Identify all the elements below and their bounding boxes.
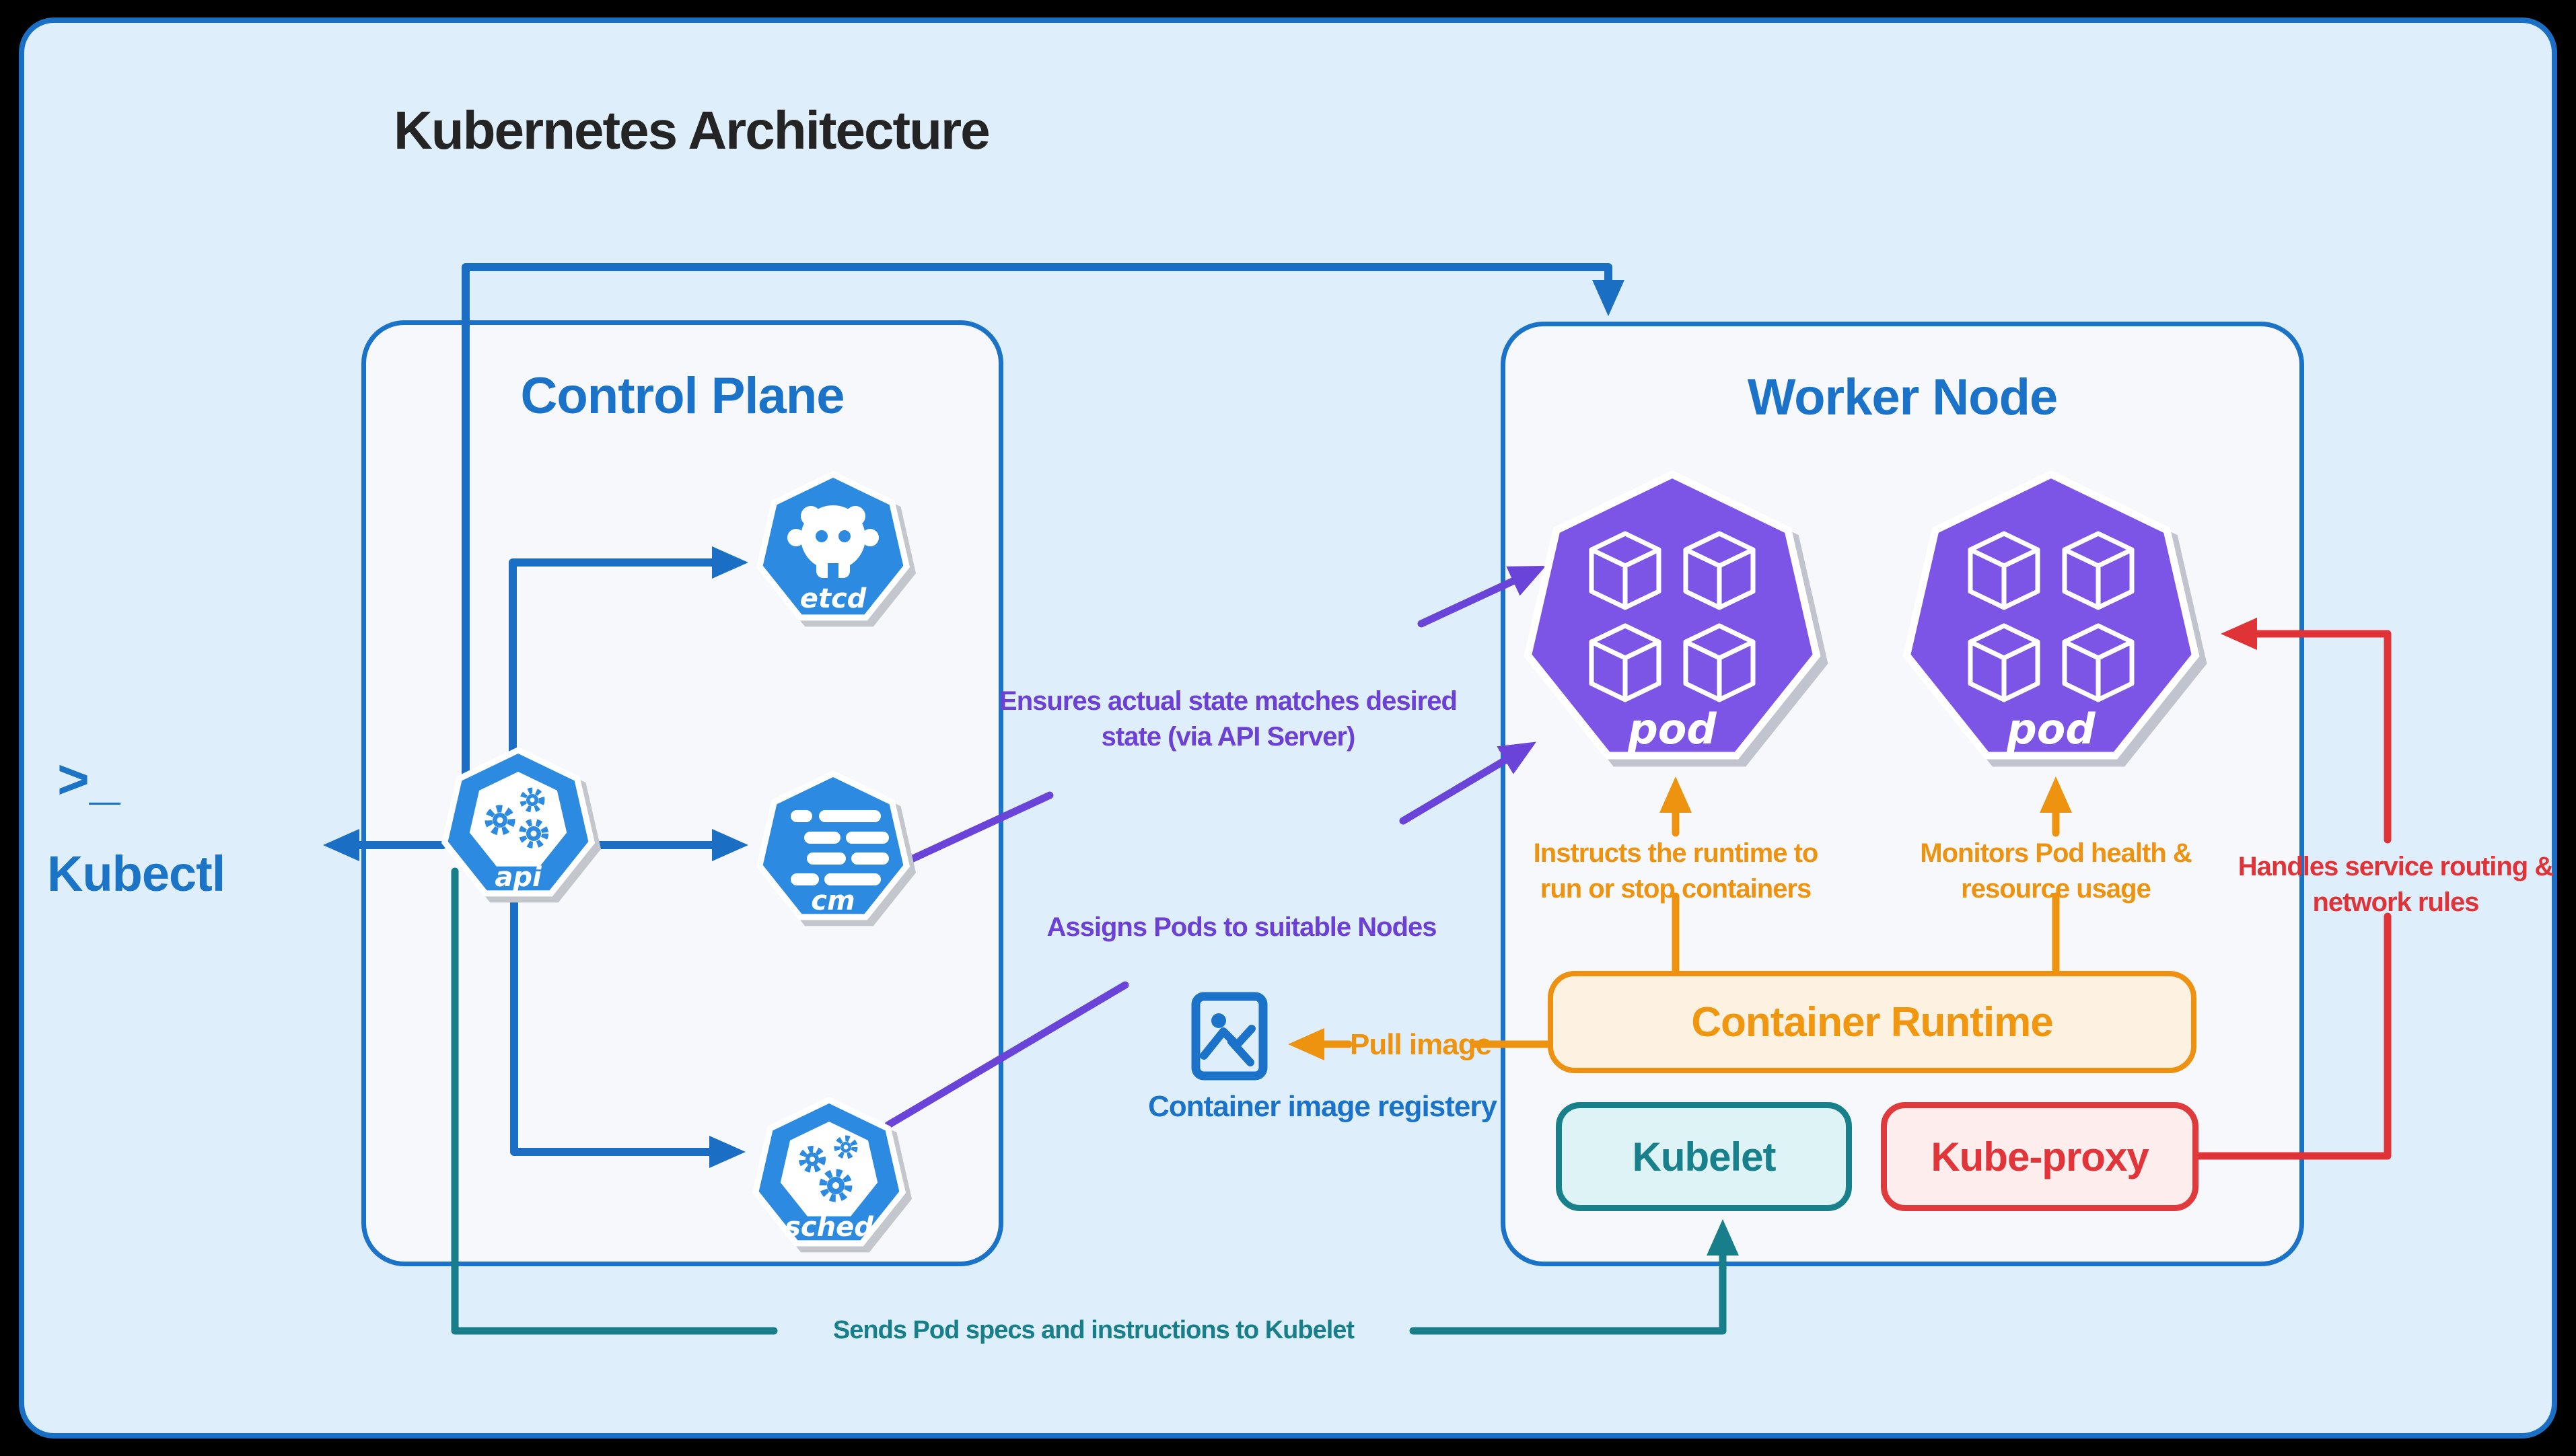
etcd-icon: etcd	[756, 471, 910, 621]
container-registry-icon	[1191, 992, 1268, 1081]
svg-text:pod: pod	[2006, 704, 2096, 754]
svg-text:api: api	[495, 862, 542, 893]
worker-node-title: Worker Node	[1747, 369, 2059, 426]
container-cubes	[1968, 531, 2135, 702]
kubelet-label: Kubelet	[1632, 1134, 1776, 1179]
gears-glyph	[485, 787, 548, 848]
container-cubes	[1589, 531, 1756, 702]
pod-icon: pod	[1902, 470, 2200, 760]
container-runtime-label: Container Runtime	[1691, 998, 2054, 1046]
svg-text:pod: pod	[1627, 704, 1717, 754]
svg-text:etcd: etcd	[800, 583, 867, 614]
kube-proxy-box: Kube-proxy	[1881, 1102, 2198, 1211]
svg-text:cm: cm	[811, 885, 855, 916]
annotation-sends-pod-specs: Sends Pod specs and instructions to Kube…	[832, 1316, 1355, 1344]
control-plane-title: Control Plane	[520, 367, 845, 425]
api-server-icon: api	[441, 747, 596, 897]
terminal-prompt-icon: >_	[57, 749, 120, 810]
kubelet-box: Kubelet	[1556, 1102, 1852, 1211]
annotation-pull-image: Pull image	[1350, 1028, 1492, 1061]
annotation-service-routing: Handles service routing & network rules	[2238, 852, 2554, 917]
annotation-container-registry: Container image registery	[1148, 1090, 1497, 1123]
kubectl-label: Kubectl	[47, 846, 225, 902]
annotation-ensures-state: Ensures actual state matches desired sta…	[999, 686, 1458, 752]
container-runtime-box: Container Runtime	[1548, 971, 2196, 1073]
gears-glyph	[799, 1135, 858, 1202]
svg-text:sched: sched	[785, 1212, 873, 1243]
pod-icon: pod	[1524, 470, 1821, 760]
scheduler-icon: sched	[752, 1097, 906, 1247]
annotation-instructs-runtime: Instructs the runtime to run or stop con…	[1533, 838, 1819, 904]
kube-proxy-label: Kube-proxy	[1931, 1134, 2149, 1179]
annotation-monitors-health: Monitors Pod health & resource usage	[1920, 838, 2192, 904]
page-title: Kubernetes Architecture	[394, 100, 991, 160]
annotation-assigns-pods: Assigns Pods to suitable Nodes	[1046, 912, 1437, 942]
controller-manager-icon: cm	[756, 770, 910, 920]
